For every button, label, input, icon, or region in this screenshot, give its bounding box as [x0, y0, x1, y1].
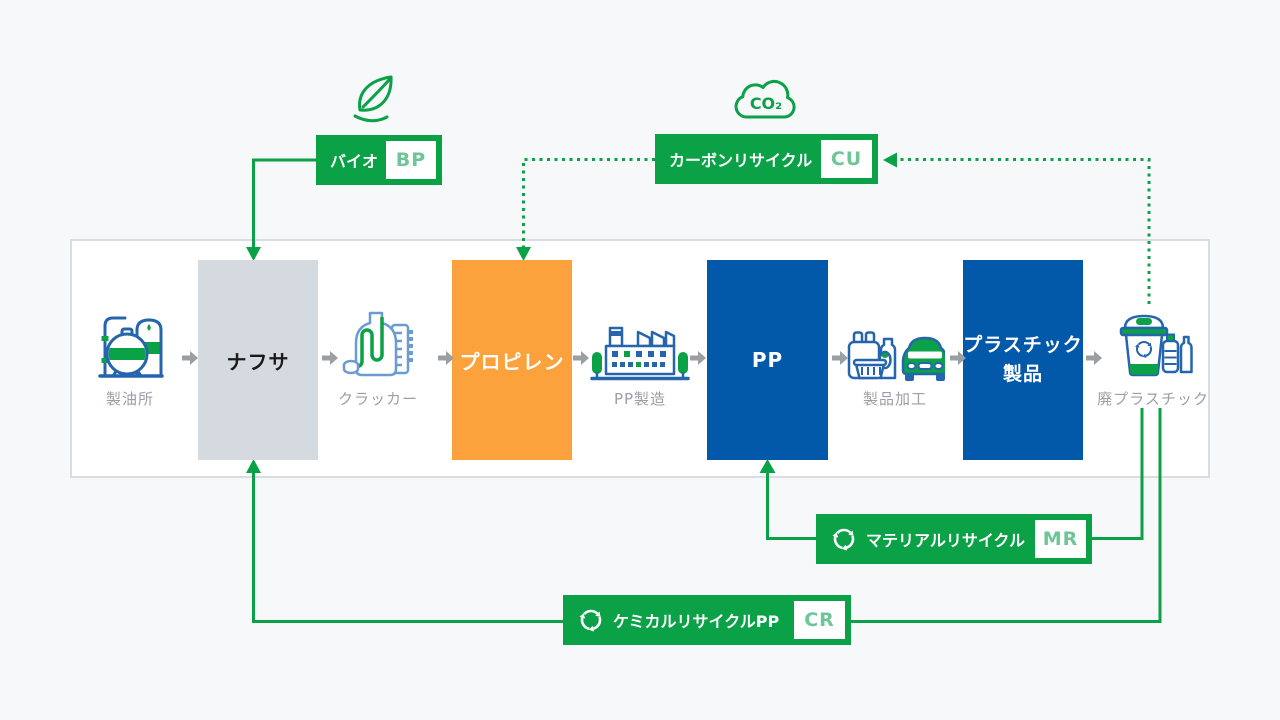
material-recycle-route-label: マテリアルリサイクル MR	[816, 514, 1092, 564]
recycle-arrows-icon	[577, 606, 604, 633]
cracker-icon	[342, 311, 413, 377]
carbon-recycle-route-label: カーボンリサイクル CU	[655, 134, 878, 184]
route-arrowheads	[246, 152, 897, 473]
flow-arrow-icon	[438, 351, 454, 365]
flow-arrow-icon	[322, 351, 338, 365]
bio-route-label: バイオ BP	[316, 135, 442, 185]
bio-label: バイオ	[330, 152, 379, 171]
material-code-badge: MR	[1035, 520, 1086, 558]
flow-arrow-icon	[950, 351, 966, 365]
co2-text: CO₂	[750, 94, 782, 113]
factory-icon	[590, 326, 690, 381]
node-caption: PP製造	[613, 390, 667, 408]
material-label: マテリアルリサイクル	[866, 531, 1026, 550]
bio-code-badge: BP	[386, 141, 436, 179]
flow-arrow-icon	[1086, 351, 1102, 365]
recycle-bin-icon	[1119, 314, 1193, 377]
carbon-label: カーボンリサイクル	[669, 151, 813, 170]
chemical-recycle-route-label: ケミカルリサイクルPP CR	[563, 595, 851, 645]
chemical-label: ケミカルリサイクルPP	[613, 612, 780, 631]
flow-arrow-icon	[690, 351, 706, 365]
goods-car-icon	[847, 331, 945, 381]
node-caption: 廃プラスチック	[1097, 390, 1209, 408]
node-caption: 製油所	[105, 390, 154, 408]
propylene-box: プロピレン	[452, 260, 572, 460]
flow-arrow-icon	[832, 351, 848, 365]
node-caption: クラッカー	[337, 390, 418, 408]
leaf-icon	[353, 75, 393, 123]
flow-arrow-icon	[182, 351, 198, 365]
pp-box: PP	[707, 260, 828, 460]
recycle-arrows-icon	[830, 525, 857, 552]
node-caption: 製品加工	[862, 390, 927, 408]
refinery-icon	[98, 316, 164, 378]
carbon-code-badge: CU	[821, 140, 872, 178]
co2-cloud-icon: CO₂	[734, 79, 796, 119]
plastic-products-box: プラスチック 製品	[963, 260, 1083, 460]
flow-arrow-icon	[573, 351, 589, 365]
chemical-code-badge: CR	[794, 601, 845, 639]
naphtha-box: ナフサ	[198, 260, 318, 460]
